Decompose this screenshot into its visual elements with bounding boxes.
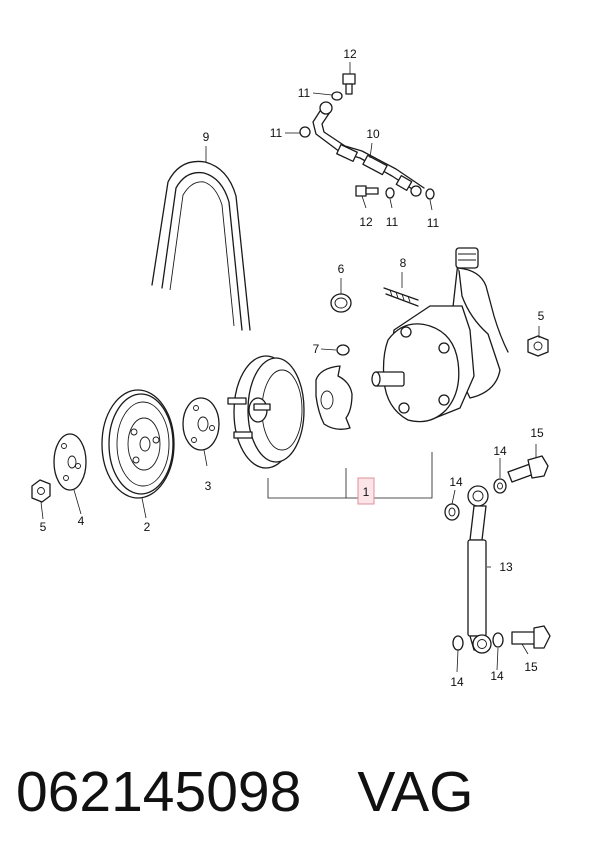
pulley (101, 389, 175, 499)
parts-diagram: 1 2 3 4 5 5 6 7 8 9 10 11 11 11 11 12 12… (31, 47, 551, 689)
callout-15-b: 15 (524, 660, 538, 674)
brand-name: VAG (357, 760, 474, 824)
callout-11-c: 11 (386, 215, 399, 229)
hub-stud (227, 397, 247, 405)
banjo-bolt-lower (355, 185, 435, 200)
callout-12-b: 12 (359, 215, 373, 229)
callout-14-c: 14 (450, 675, 464, 689)
callout-14-d: 14 (490, 669, 504, 683)
callout-14-b: 14 (493, 444, 507, 458)
callout-5-left: 5 (40, 520, 47, 534)
callout-11-a: 11 (298, 86, 311, 100)
callout-7: 7 (313, 342, 320, 356)
callout-9: 9 (203, 130, 210, 144)
banjo-bolt-top (331, 73, 356, 101)
hose-assembly-upper (299, 101, 425, 197)
hose-assembly-lower (467, 485, 492, 654)
callout-11-d: 11 (427, 216, 440, 230)
callout-1: 1 (363, 485, 370, 499)
callout-10: 10 (366, 127, 380, 141)
o-ring-large (330, 293, 352, 313)
part-number: 062145098 (16, 760, 302, 824)
v-belt (151, 160, 251, 331)
callout-14-a: 14 (449, 475, 463, 489)
highlight-box (357, 477, 375, 505)
callout-4: 4 (78, 514, 85, 528)
banjo-bolt-15-top (507, 455, 549, 483)
callout-15-a: 15 (530, 426, 544, 440)
callout-8: 8 (400, 256, 407, 270)
callout-labels: 1 2 3 4 5 5 6 7 8 9 10 11 11 11 11 12 12… (40, 47, 545, 689)
callout-5-right: 5 (538, 309, 545, 323)
callout-3: 3 (205, 479, 212, 493)
nut-right (527, 335, 549, 357)
sealing-washer (444, 503, 460, 521)
callout-6: 6 (338, 262, 345, 276)
shim-plate (182, 397, 220, 451)
stud-bolt (383, 287, 419, 307)
washer-plate (53, 433, 87, 491)
pump-body (371, 247, 509, 423)
part-caption: 062145098 VAG (16, 752, 586, 832)
o-ring-small (336, 344, 350, 356)
drive-hub (315, 365, 353, 430)
nut-left (31, 479, 51, 503)
callout-12-a: 12 (343, 47, 357, 61)
callout-13: 13 (499, 560, 513, 574)
banjo-bolt-15-bottom (511, 625, 551, 649)
hub-pulley (227, 355, 305, 469)
callout-11-b: 11 (270, 126, 283, 140)
callout-2: 2 (144, 520, 151, 534)
leader-lines (40, 62, 540, 673)
